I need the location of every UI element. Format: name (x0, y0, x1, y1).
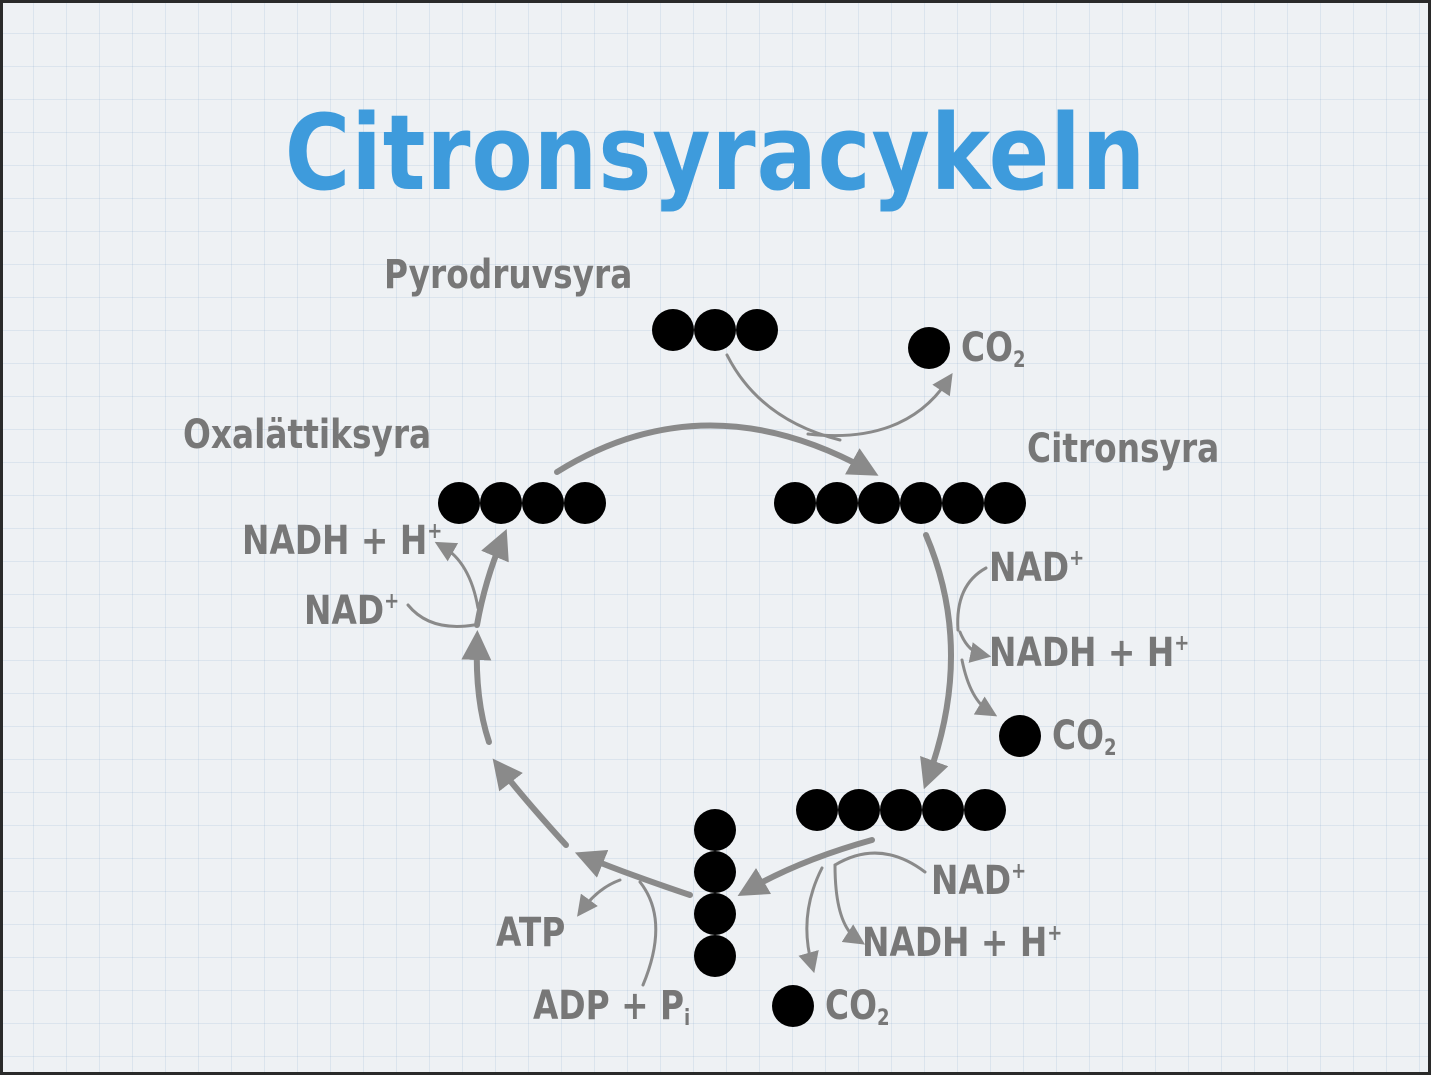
carbon-atom (736, 309, 778, 351)
arrow-co2-out-bottom (798, 866, 824, 974)
label-nadh-right: NADH + H+ (989, 630, 1190, 676)
co2-carbon-right (999, 715, 1041, 757)
carbon-atom (880, 789, 922, 831)
carbon-atom (438, 482, 480, 524)
label-nadh-left: NADH + H+ (242, 518, 443, 564)
carbon-atom (694, 851, 736, 893)
co2-carbon-bottom (772, 985, 814, 1027)
carbon-atom (694, 893, 736, 935)
label-nad-left: NAD+ (304, 588, 400, 634)
arrow-nad-in-bottom (833, 851, 927, 874)
label-pyruvic-acid: Pyrodruvsyra (384, 252, 633, 298)
carbon-atom (984, 482, 1026, 524)
arrow-citrate-to-five-carbon (920, 532, 954, 790)
label-co2-top: CO2 (961, 325, 1026, 373)
carbon-atom (900, 482, 942, 524)
arrow-four-carbon-to-step-a (574, 849, 693, 898)
four-carbon-molecule (694, 809, 736, 977)
slide-title: Citronsyracykeln (284, 92, 1147, 214)
label-co2-right: CO2 (1052, 713, 1117, 761)
label-citric-acid: Citronsyra (1027, 426, 1220, 472)
carbon-atom (694, 935, 736, 977)
oxaloacetate-molecule (438, 482, 606, 524)
label-oxaloacetic-acid: Oxalättiksyra (183, 412, 432, 458)
arrow-nadh-out-bottom (833, 863, 866, 945)
label-co2-bottom: CO2 (825, 983, 890, 1031)
arrow-nad-in-left (406, 603, 476, 628)
carbon-atom (694, 309, 736, 351)
citrate-molecule (774, 482, 1026, 524)
carbon-atom (796, 789, 838, 831)
arrow-nad-in-right (956, 566, 988, 632)
arrow-nadh-out-left (434, 541, 480, 610)
carbon-atom (964, 789, 1006, 831)
arrow-co2-release-top (806, 372, 953, 438)
carbon-atom (816, 482, 858, 524)
arrow-adp-in (638, 880, 658, 987)
carbon-atom (838, 789, 880, 831)
arrow-five-carbon-to-four-carbon (737, 837, 875, 896)
arrow-nadh-out-right (958, 630, 992, 663)
arrow-step-b (492, 758, 569, 848)
five-carbon-molecule (796, 789, 1006, 831)
label-adp-pi: ADP + Pi (533, 983, 691, 1031)
carbon-atom (922, 789, 964, 831)
pyruvate-molecule (652, 309, 778, 351)
arrow-co2-out-right (960, 658, 998, 717)
arrow-step-d (474, 528, 509, 628)
carbon-atom (564, 482, 606, 524)
carbon-atom (522, 482, 564, 524)
carbon-atom (694, 809, 736, 851)
label-nad-right: NAD+ (989, 545, 1085, 591)
arrow-atp-out (577, 878, 622, 917)
carbon-atom (774, 482, 816, 524)
label-nadh-bottom: NADH + H+ (862, 920, 1063, 966)
carbon-atom (858, 482, 900, 524)
carbon-atom (942, 482, 984, 524)
label-atp: ATP (496, 910, 566, 956)
carbon-atom (480, 482, 522, 524)
arrow-oxaloacetate-to-citrate (554, 422, 879, 476)
arrow-step-c (461, 630, 492, 745)
carbon-atom (652, 309, 694, 351)
co2-carbon-top (908, 327, 950, 369)
label-nad-bottom: NAD+ (931, 858, 1027, 904)
